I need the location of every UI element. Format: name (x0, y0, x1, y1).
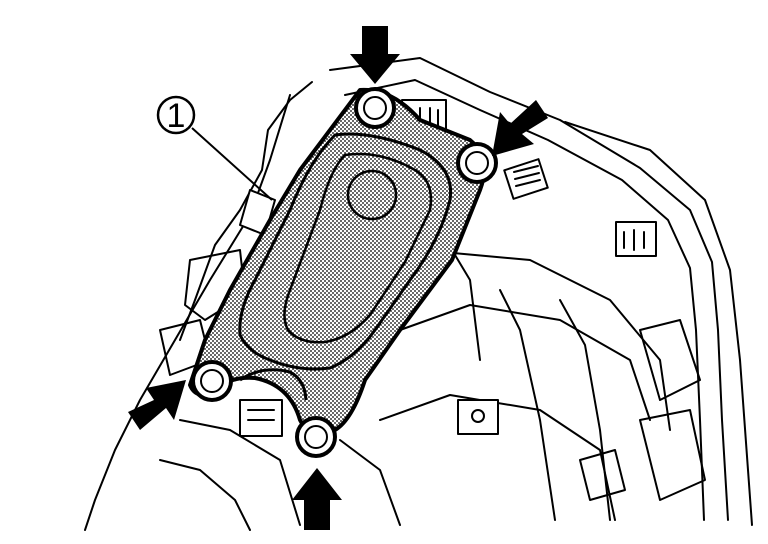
module-knob (346, 169, 398, 221)
callout-1: 1 (156, 95, 273, 201)
lower-left-channel (179, 419, 301, 526)
arrow-left (128, 380, 186, 430)
housing-rim (564, 121, 753, 526)
lower-mid-channel (339, 439, 401, 526)
bolt-bottom-left (191, 360, 233, 402)
tray-edge-1 (419, 249, 671, 431)
callout-leader-line (191, 127, 273, 201)
connector-bottom-left (239, 399, 283, 437)
arrow-bottom (292, 468, 342, 530)
module-body (188, 87, 487, 436)
bolt-top-right (456, 142, 498, 184)
arrow-top (350, 26, 400, 84)
right-bracket (639, 319, 701, 401)
tray-rib-2 (559, 299, 611, 521)
housing-left-wall (84, 94, 291, 531)
callout-label: 1 (167, 97, 186, 135)
connector-right (503, 158, 549, 200)
bolt-top-left (354, 87, 396, 129)
lower-left-channel-2 (159, 459, 251, 531)
callout-circle (156, 95, 196, 135)
right-bracket-2 (639, 409, 706, 501)
arrow-right (492, 100, 548, 156)
console-housing (84, 57, 753, 531)
bolt-bottom-right (295, 416, 337, 458)
module-lower-notch (239, 368, 308, 401)
tray-rib-1 (499, 289, 556, 521)
housing-outer-frame (329, 57, 729, 521)
right-clip (579, 449, 626, 501)
tray-edge-2 (399, 304, 651, 421)
connector-bottom-center (457, 399, 499, 435)
connector-far-right (615, 221, 657, 257)
